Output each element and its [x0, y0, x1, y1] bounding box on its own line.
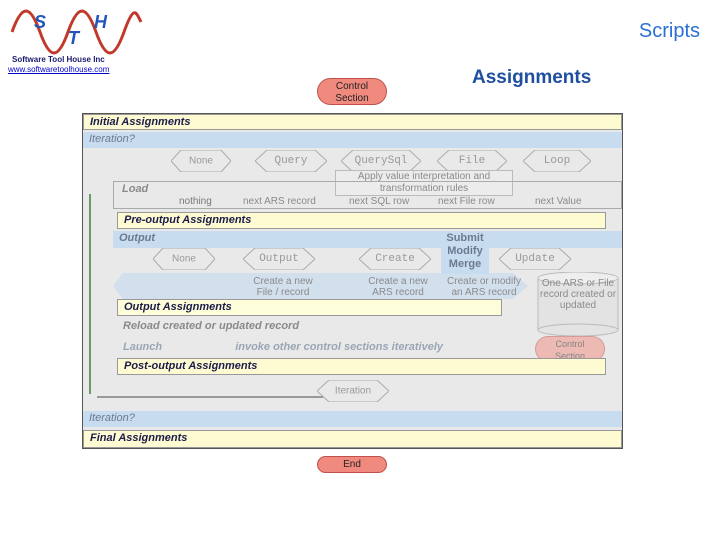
- svg-text:H: H: [94, 12, 108, 32]
- create-diamond: Create: [359, 248, 431, 270]
- control-section-small-pill: Control Section: [535, 336, 605, 362]
- one-ars-label: One ARS or File record created or update…: [539, 278, 617, 311]
- iteration-diamond: Iteration: [317, 380, 389, 402]
- update-diamond: Update: [499, 248, 571, 270]
- query-diamond: Query: [255, 150, 327, 172]
- none-label: None: [189, 155, 213, 167]
- file-label: File: [458, 155, 486, 167]
- output-assignments-band: Output Assignments: [117, 299, 502, 316]
- output-option-label: Output: [259, 253, 299, 265]
- merge-label: Merge: [448, 258, 482, 270]
- modify-label: Modify: [447, 245, 483, 257]
- launch-label: Launch: [123, 341, 163, 353]
- initial-assignments-band: Initial Assignments: [83, 114, 622, 130]
- next-value-label: next Value: [535, 196, 582, 207]
- post-output-band: Post-output Assignments: [117, 358, 606, 375]
- launch-desc: invoke other control sections iterativel…: [235, 341, 444, 353]
- output-arrow: [113, 273, 528, 299]
- pre-output-band: Pre-output Assignments: [117, 212, 606, 229]
- reload-band: Reload created or updated record: [123, 320, 300, 332]
- nothing-label: nothing: [179, 196, 212, 207]
- load-band: Load: [113, 181, 622, 209]
- create-ars-label: Create a new ARS record: [368, 276, 428, 298]
- loop-back-line: [97, 396, 323, 398]
- page-title: Assignments: [472, 67, 592, 88]
- iteration-question-band: Iteration?: [83, 132, 622, 148]
- assignment-flow-frame: Initial Assignments Iteration? None Quer…: [82, 113, 623, 449]
- loop-back-arrow: [89, 194, 99, 394]
- final-assignments-band: Final Assignments: [83, 430, 622, 448]
- next-file-label: next File row: [438, 196, 495, 207]
- output-none-diamond: None: [153, 248, 215, 270]
- create-modify-label: Create or modify an ARS record: [447, 276, 521, 298]
- iteration-question-band-2: Iteration?: [83, 411, 622, 427]
- output-label: Output: [119, 232, 156, 244]
- launch-band: Launch invoke other control sections ite…: [117, 340, 537, 355]
- loop-label: Loop: [543, 155, 571, 167]
- iteration-label: Iteration: [334, 385, 372, 397]
- query-label: Query: [274, 155, 308, 167]
- company-logo: S T H: [8, 4, 143, 74]
- output-none-label: None: [172, 253, 196, 265]
- next-sql-label: next SQL row: [349, 196, 410, 207]
- output-band: Output: [113, 231, 622, 248]
- submit-modify-merge-box: Submit Modify Merge: [441, 231, 489, 274]
- company-name: Software Tool House Inc: [12, 55, 105, 64]
- load-label: Load: [122, 183, 149, 195]
- none-diamond: None: [171, 150, 231, 172]
- control-section-pill: Control Section: [317, 78, 387, 105]
- svg-text:S: S: [34, 12, 46, 32]
- record-cylinder: One ARS or File record created or update…: [537, 272, 619, 336]
- company-url-link[interactable]: www.softwaretoolhouse.com: [8, 65, 110, 74]
- apply-rules-note: Apply value interpretation and transform…: [335, 170, 513, 196]
- create-label: Create: [375, 253, 415, 265]
- section-label: Scripts: [638, 20, 700, 42]
- querysql-diamond: QuerySql: [341, 150, 421, 172]
- querysql-label: QuerySql: [354, 155, 408, 167]
- output-diamond: Output: [243, 248, 315, 270]
- file-diamond: File: [437, 150, 507, 172]
- create-file-label: Create a new File / record: [253, 276, 313, 298]
- update-label: Update: [515, 253, 555, 265]
- next-ars-label: next ARS record: [243, 196, 316, 207]
- end-pill: End: [317, 456, 387, 473]
- svg-text:T: T: [68, 28, 81, 48]
- loop-diamond: Loop: [523, 150, 591, 172]
- submit-label: Submit: [446, 232, 484, 244]
